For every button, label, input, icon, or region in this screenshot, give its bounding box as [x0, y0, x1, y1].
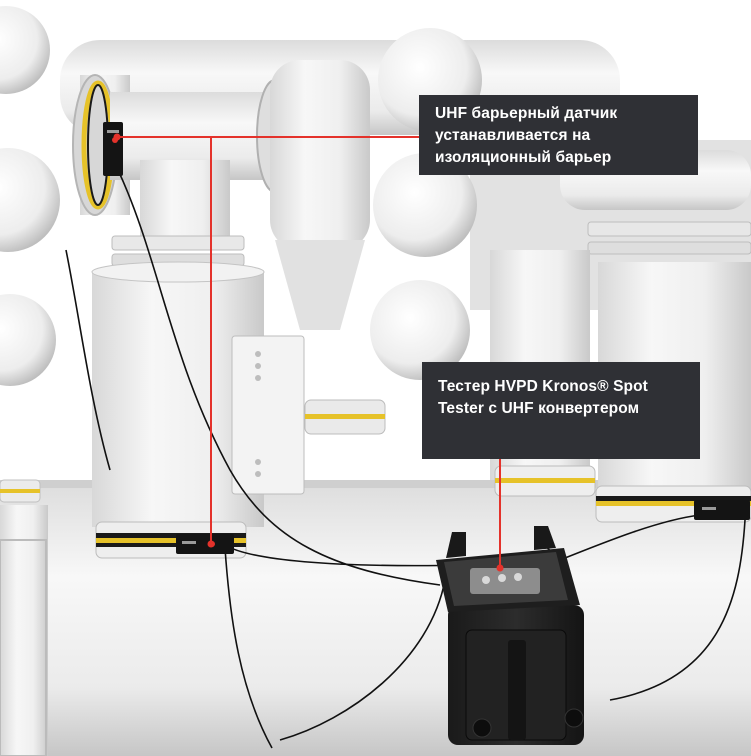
right-uhf-sensor-icon: [694, 500, 750, 520]
leader-line-dots: [113, 133, 504, 572]
callout-sensor-line-3: изоляционный барьер: [435, 149, 612, 166]
callout-kronos-spot-tester: Тестер HVPD Kronos® Spot Tester с UHF ко…: [422, 362, 700, 459]
callout-uhf-barrier-sensor: UHF барьерный датчик устанавливается на …: [419, 95, 698, 175]
callout-sensor-line-2: устанавливается на: [435, 127, 591, 144]
uhf-barrier-sensor-icon: [103, 122, 123, 176]
callout-tester-line-2: Tester с UHF конвертером: [438, 400, 640, 417]
leader-lines: [117, 136, 501, 568]
callout-tester-line-1: Тестер HVPD Kronos® Spot: [438, 378, 648, 395]
callout-sensor-line-1: UHF барьерный датчик: [435, 105, 618, 122]
lower-uhf-sensor-icon: [176, 534, 234, 554]
kronos-spot-tester-icon: [436, 526, 584, 745]
